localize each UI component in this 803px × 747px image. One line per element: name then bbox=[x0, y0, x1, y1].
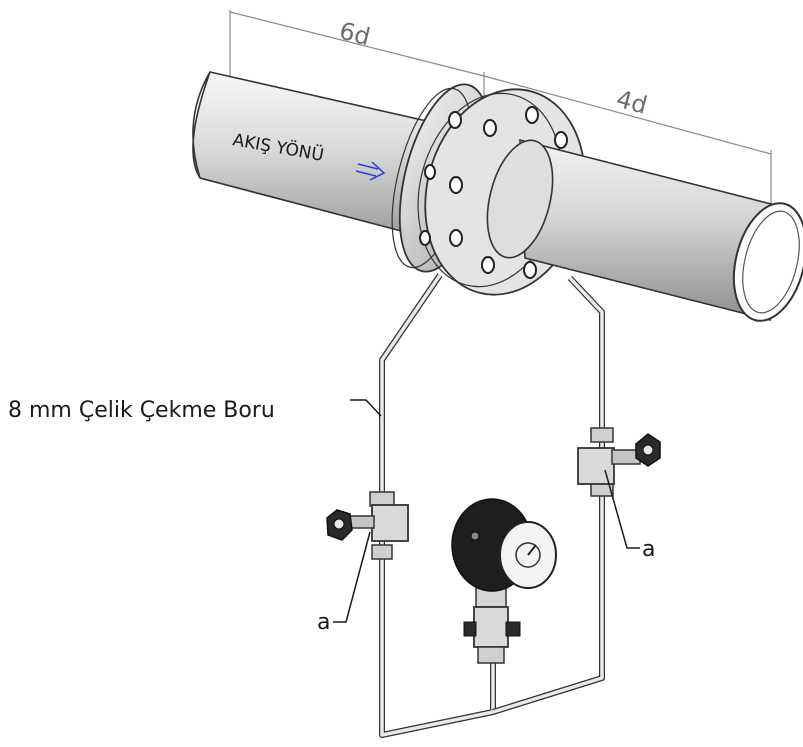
downstream-pipe bbox=[486, 138, 803, 322]
flange-bolts bbox=[419, 106, 575, 279]
double-right-arrow-icon bbox=[355, 161, 386, 181]
valve-right-callout: a bbox=[604, 469, 655, 562]
valve-left-label: a bbox=[317, 610, 330, 635]
impulse-tubing-left bbox=[379, 273, 496, 738]
tubing-callout: 8 mm Çelik Çekme Boru bbox=[8, 398, 382, 423]
dimension-4d: 4d bbox=[613, 85, 650, 120]
valve-left-callout: a bbox=[317, 531, 371, 635]
upstream-pipe bbox=[192, 71, 441, 237]
impulse-tubing-right bbox=[492, 275, 605, 715]
valve-right-label: a bbox=[642, 537, 655, 562]
differential-pressure-gauge bbox=[451, 498, 557, 664]
tubing-label: 8 mm Çelik Çekme Boru bbox=[8, 398, 275, 423]
needle-valve-left bbox=[326, 491, 409, 560]
needle-valve-right bbox=[577, 427, 661, 497]
